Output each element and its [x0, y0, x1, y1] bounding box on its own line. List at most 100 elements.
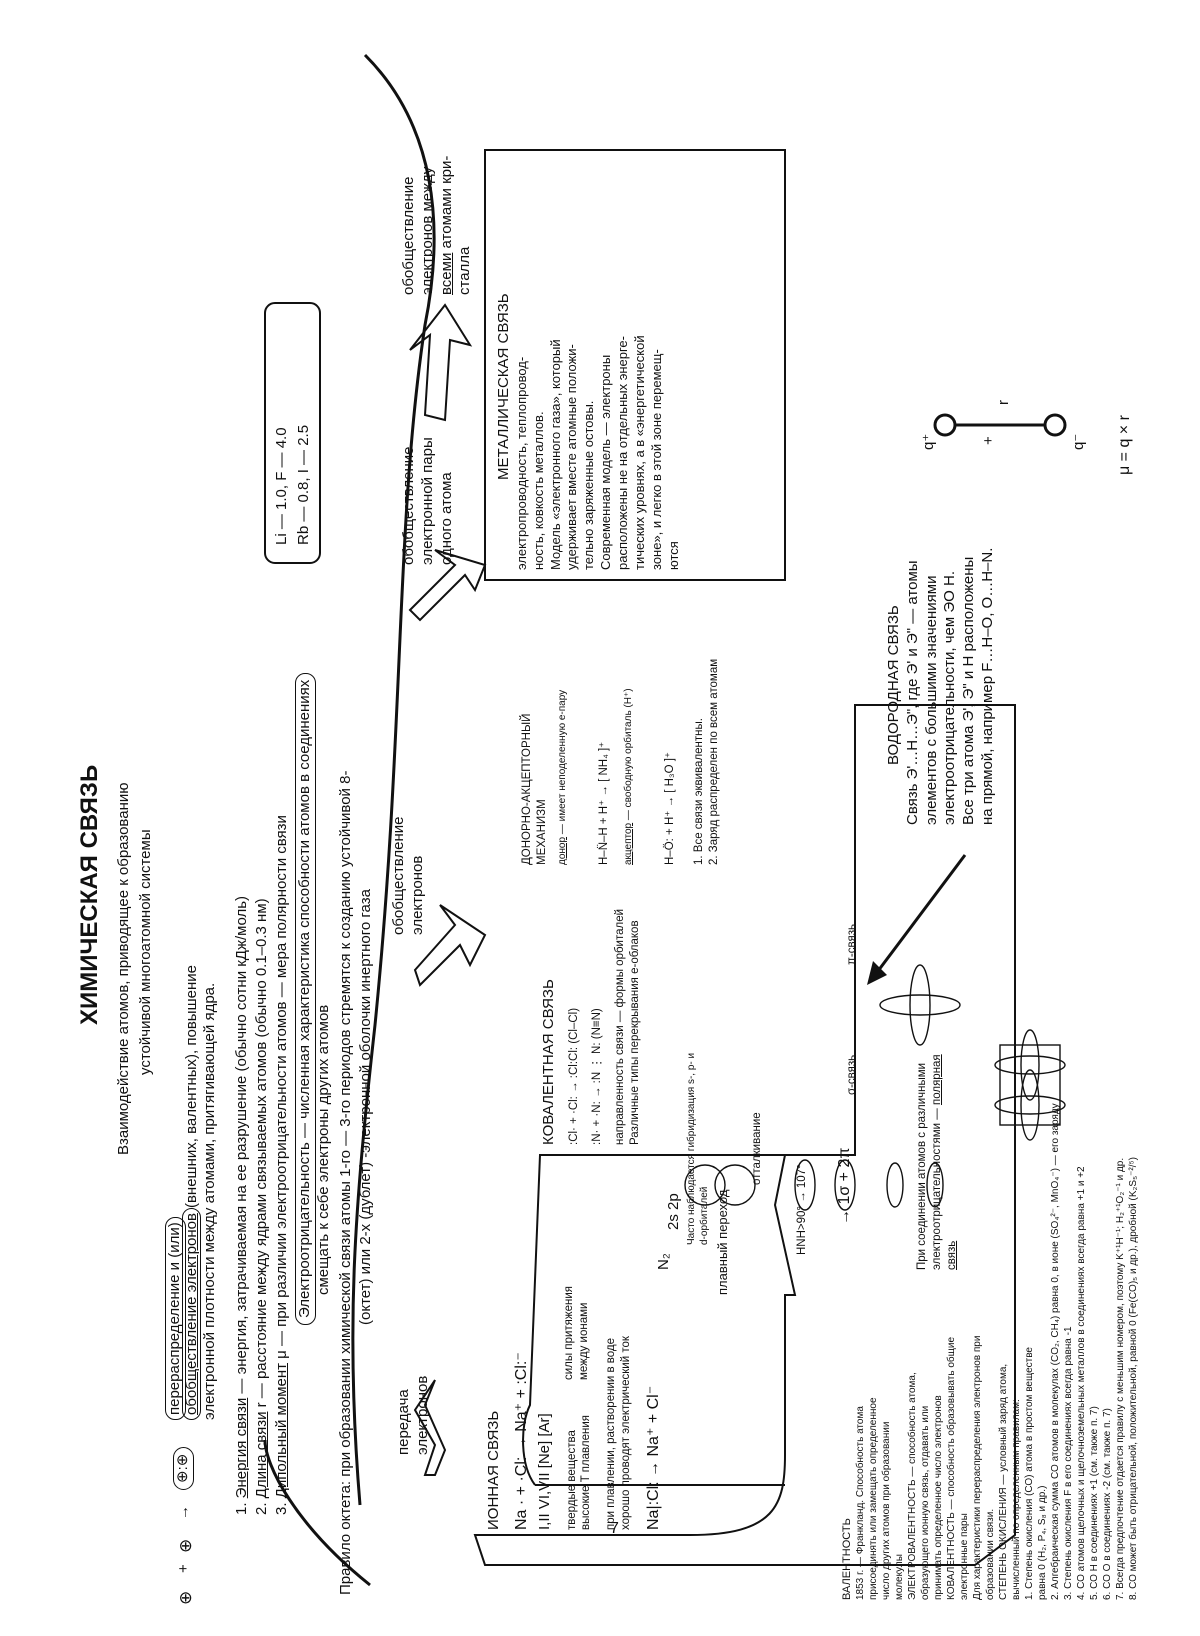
dipole-q-plus: q⁺	[920, 433, 937, 450]
electroneg-box	[264, 302, 321, 564]
page-title: ХИМИЧЕСКАЯ СВЯЗЬ	[76, 764, 103, 1025]
covalent-dir-1: направленность связи — формы орбиталей	[613, 908, 626, 1145]
label-all-2: электронов между	[418, 166, 436, 295]
socialization-row: обобществление электронов(внешних, вален…	[182, 965, 202, 1420]
valence-line-6: ЭЛЕКТРОВАЛЕНТНОСТЬ — способность атома,	[907, 1372, 919, 1600]
property-1: 1. Энергия связи — энергия, затрачиваема…	[233, 896, 252, 1515]
hbond-arrowhead	[867, 961, 887, 985]
ionic-block: ИОННАЯ СВЯЗЬ Na · + ·Cl: → Na⁺ + :Cl:⁻ I…	[485, 1286, 664, 1530]
density-text: электронной плотности между атомами, при…	[201, 982, 218, 1420]
valence-line-11: Для характеристики перераспределения эле…	[972, 1335, 984, 1600]
hydrogen-line-4: Все три атома Э', Э" и Н расположены	[960, 556, 977, 825]
ionic-groups: I,II VI,VII [Ne] [Ar]	[535, 1413, 553, 1530]
diagram-lines	[263, 53, 1067, 1587]
covalent-polar-term: полярная	[930, 1054, 943, 1106]
dipole-q-minus: q⁻	[1070, 433, 1087, 450]
covalent-pi: π-связь	[846, 924, 858, 965]
covalent-eq-1: :Cl· + ·Cl: → :Cl:Cl: (Cl–Cl)	[567, 1007, 580, 1145]
valence-line-18: 3. Степень окисления F в его соединениях…	[1063, 1326, 1075, 1600]
metallic-line-6: Современная модель — электроны	[598, 354, 614, 570]
metallic-line-3: Модель «электронного газа», который	[547, 339, 563, 570]
curve-hbond	[873, 854, 967, 976]
valence-line-20: 5. СО H в соединениях +1 (см. также п. 7…	[1089, 1406, 1101, 1600]
label-socialization: обобществление электронов	[390, 817, 428, 935]
hydrogen-line-2: элементов с большими значениями	[922, 575, 940, 825]
hydrogen-line-5: на прямой, например F…H–O, O…H–N.	[978, 547, 996, 825]
covalent-n2: N₂	[655, 1253, 672, 1270]
metallic-line-4: удерживает вместе атомные положи-	[564, 344, 580, 570]
donor-text: — имеет неподеленную e-пару	[556, 689, 568, 835]
dipole-plus: +	[980, 436, 997, 445]
metallic-title: МЕТАЛЛИЧЕСКАЯ СВЯЗЬ	[495, 293, 512, 480]
metallic-line-9: зоне», и легко в этой зоне перемещ-	[648, 349, 664, 570]
property-1-text: — энергия, затрачиваемая на ее разрушени…	[233, 895, 250, 1394]
dipole-minus-circle	[1043, 413, 1067, 437]
electroneg-values-1: Li — 1.0, F — 4.0	[273, 427, 290, 545]
valence-line-7: образующего ионную связь, отдавать или	[920, 1405, 932, 1600]
property-3-num: 3.	[273, 1502, 290, 1515]
atom-arrow: →	[175, 1505, 192, 1520]
ionic-melt-2: хорошо проводят электрический ток	[620, 1336, 633, 1530]
valence-line-23: 8. СО может быть отрицательной, положите…	[1128, 1157, 1140, 1600]
property-3-term: Дипольный момент	[273, 1362, 290, 1499]
dipole-formula: μ = q × r	[1116, 415, 1133, 475]
covalent-block: КОВАЛЕНТНАЯ СВЯЗЬ :Cl· + ·Cl: → :Cl:Cl: …	[540, 909, 643, 1145]
valence-line-5: молекулы	[894, 1554, 906, 1600]
octet-line-2: (октет) или 2-х (дублет) -электронной об…	[357, 889, 374, 1325]
valence-line-15: 1. Степень окисления (СО) атома в просто…	[1024, 1347, 1036, 1600]
property-1-term: Энергия связи	[233, 1397, 250, 1499]
covalent-orb: 2s 2p	[665, 1193, 682, 1230]
hydrogen-line-1: Связь Э'…Н…Э", где Э' и Э" — атомы	[903, 560, 921, 825]
covalent-eq-2: :N· + ·N: → :N ⋮ N: (N≡N)	[590, 1008, 603, 1145]
curve-left	[263, 1439, 371, 1587]
label-all: обобществление электронов между всеми ат…	[400, 156, 475, 295]
socialization-term: обобществление электронов	[182, 1208, 201, 1420]
valence-line-22: 7. Всегда предпочтение отдается правилу …	[1115, 1157, 1127, 1600]
valence-line-19: 4. СО атомов щелочных и щелочноземельных…	[1076, 1166, 1088, 1600]
covalent-dir-2: Различные типы перекрывания e-облаков	[628, 920, 641, 1145]
metallic-line-1: электропроводность, теплопровод-	[513, 356, 529, 570]
octet-line-1: Правило октета: при образовании химическ…	[337, 770, 354, 1595]
donor-note-1: 1. Все связи эквивалентны.	[692, 718, 705, 865]
covalent-sigma: σ-связь	[846, 1054, 858, 1095]
label-pair: обобществление электронной пары одного а…	[400, 437, 456, 565]
donor-block: ДОНОРНО-АКЦЕПТОРНЫЙ МЕХАНИЗМ донор — име…	[520, 659, 722, 865]
label-transfer-1: передача	[395, 1389, 412, 1455]
hydrogen-block: ВОДОРОДНАЯ СВЯЗЬ Связь Э'…Н…Э", где Э' и…	[885, 548, 998, 825]
metallic-line-5: тельно заряженные остовы.	[581, 400, 597, 570]
label-transfer-2: электронов	[413, 1375, 431, 1455]
valence-line-9: КОВАЛЕНТНОСТЬ — способность образовывать…	[946, 1336, 958, 1600]
atom-plus-right: ⊕	[176, 1538, 195, 1553]
dipole-plus-circle	[933, 413, 957, 437]
valence-block: ВАЛЕНТНОСТЬ 1853 г. — Франкланд. Способн…	[840, 1103, 1140, 1600]
valence-line-14: вычисленный по определенным правилам:	[1011, 1399, 1023, 1600]
property-3: 3. Дипольный момент μ — при различии эле…	[273, 815, 292, 1515]
label-socialization-2: электронов	[408, 855, 426, 935]
ionic-title: ИОННАЯ СВЯЗЬ	[485, 1410, 502, 1530]
valence-line-16: равна 0 (H₂, P₄, S₈ и др.)	[1037, 1485, 1049, 1600]
metallic-line-2: ность, ковкость металлов.	[530, 411, 546, 570]
donor-term: донор	[556, 836, 568, 865]
atom-combined: ⊕:⊕	[173, 1446, 194, 1490]
arrow-transfer	[413, 1379, 447, 1476]
arrow-socialization	[413, 904, 487, 987]
subtitle-line-2: устойчивой многоатомной системы	[137, 829, 154, 1075]
donor-note-2: 2. Заряд распределен по всем атомам	[707, 658, 720, 865]
covalent-angle: HNH>90° → 107°	[796, 1164, 808, 1255]
label-all-5: сталла	[456, 246, 474, 295]
donor-title-2: МЕХАНИЗМ	[535, 799, 548, 865]
valence-line-17: 2. Алгебраическая сумма СО атомов в моле…	[1050, 1103, 1062, 1600]
electroneg-line-1: Электроотрицательность — численная харак…	[295, 672, 316, 1325]
valence-line-12: образовании связи.	[985, 1508, 997, 1600]
label-pair-1: обобществление	[400, 446, 417, 565]
property-2-term: Длина связи	[253, 1411, 270, 1499]
ionic-melt-1: при плавлении, растворении в воде	[605, 1337, 618, 1530]
hydrogen-line-3: электроотрицательности, чем ЭО Н.	[941, 571, 959, 825]
label-all-1: обобществление	[400, 176, 417, 295]
hydrogen-title: ВОДОРОДНАЯ СВЯЗЬ	[885, 605, 902, 765]
socialization-tail: (внешних, валентных), повышение	[183, 965, 200, 1209]
acceptor-term: акцептор	[622, 822, 634, 865]
label-all-4: атомами кри-	[437, 155, 455, 249]
covalent-hybrid-note: Часто наблюдается гибридизация s-, p- и …	[686, 1052, 710, 1245]
